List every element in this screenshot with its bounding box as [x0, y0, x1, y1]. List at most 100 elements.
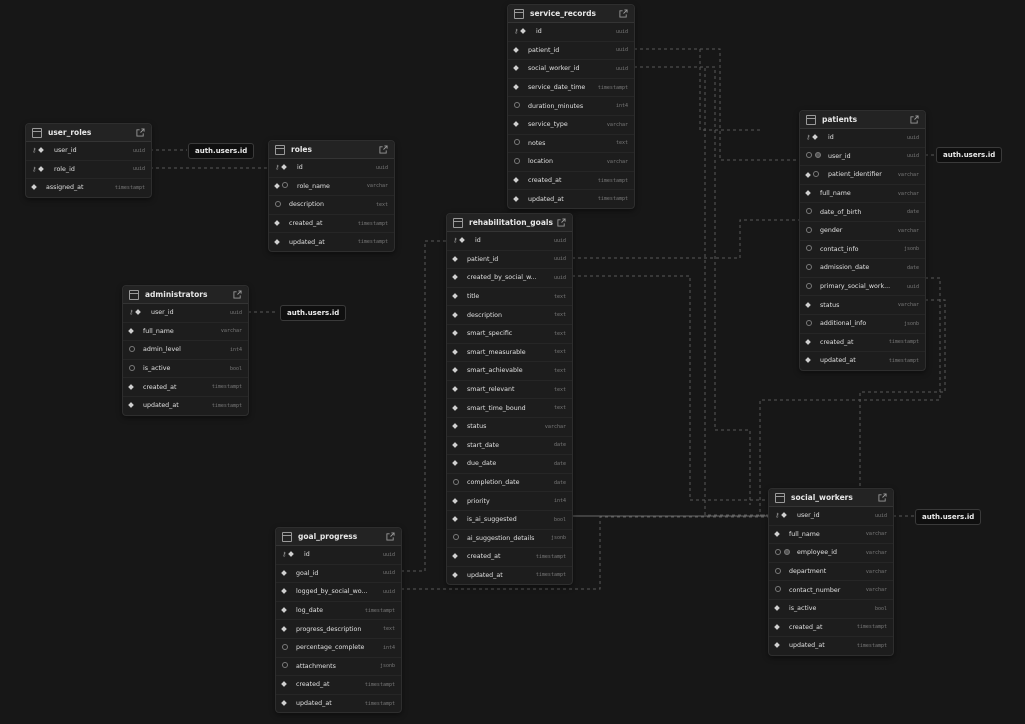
auth-ref-social-workers[interactable]: auth.users.id [915, 509, 982, 525]
column-row[interactable]: created_by_social_w...uuid [447, 269, 572, 288]
primary-key-icon: ⚷ [806, 134, 811, 142]
auth-ref-user-roles[interactable]: auth.users.id [188, 143, 255, 159]
column-type: varchar [865, 549, 887, 556]
column-type: bool [553, 516, 566, 523]
external-link-icon[interactable] [619, 9, 628, 18]
nullable-icon [806, 282, 812, 289]
auth-ref-administrators[interactable]: auth.users.id [280, 305, 347, 321]
column-name: description [289, 201, 325, 209]
external-link-icon[interactable] [233, 290, 242, 299]
not-null-icon [774, 605, 780, 612]
external-link-icon[interactable] [910, 115, 919, 124]
external-link-icon[interactable] [878, 493, 887, 502]
column-row[interactable]: primary_social_work...uuid [800, 278, 925, 297]
column-icon [775, 586, 785, 594]
external-link-icon[interactable] [136, 128, 145, 137]
external-link-icon[interactable] [386, 532, 395, 541]
external-link-icon[interactable] [379, 145, 388, 154]
column-row[interactable]: logged_by_social_wo...uuid [276, 583, 401, 602]
auth-ref-patients[interactable]: auth.users.id [936, 147, 1003, 163]
external-link-icon[interactable] [557, 218, 566, 227]
